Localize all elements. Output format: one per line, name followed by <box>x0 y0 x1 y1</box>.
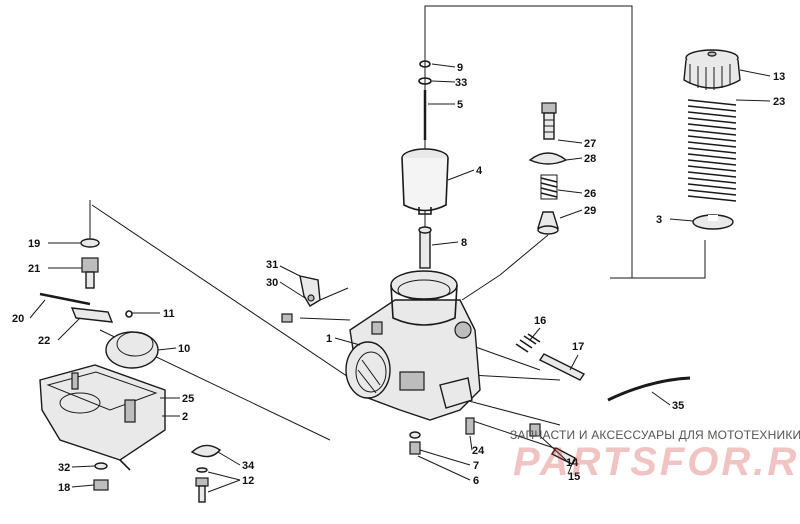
part-label-35: 35 <box>672 400 684 412</box>
bowl-screw-part <box>195 467 209 503</box>
idle-screw-part <box>538 353 586 381</box>
float-part <box>105 331 159 369</box>
washer-part <box>418 77 432 85</box>
watermark-subtitle: ЗАПЧАСТИ И АКСЕССУАРЫ ДЛЯ МОТОТЕХНИКИ <box>510 428 800 442</box>
part-label-4: 4 <box>476 165 483 177</box>
throttle-slide-part <box>401 148 449 215</box>
starter-plunger-part <box>537 211 559 235</box>
gasket-plate-part <box>528 152 568 165</box>
part-label-16: 16 <box>534 315 546 327</box>
part-label-7: 7 <box>473 460 479 472</box>
part-label-5: 5 <box>457 99 463 111</box>
part-label-31: 31 <box>266 259 278 271</box>
float-pin-part <box>39 292 91 306</box>
spring-small-part <box>540 174 558 200</box>
part-label-20: 20 <box>12 313 24 325</box>
part-label-28: 28 <box>584 153 596 165</box>
spring-seat-washer-part <box>692 214 734 230</box>
part-label-6: 6 <box>473 475 479 487</box>
part-label-25: 25 <box>182 393 194 405</box>
part-label-10: 10 <box>178 343 190 355</box>
part-label-15: 15 <box>568 471 580 483</box>
bracket-plate-part <box>190 444 222 458</box>
part-label-21: 21 <box>28 263 40 275</box>
part-label-23: 23 <box>773 96 785 108</box>
part-label-26: 26 <box>584 188 596 200</box>
leader-lines <box>29 63 771 493</box>
part-label-29: 29 <box>584 205 596 217</box>
drain-washer-part <box>94 462 108 470</box>
throttle-lever-part <box>299 275 321 307</box>
throttle-spring-part <box>687 99 737 202</box>
part-label-22: 22 <box>38 335 50 347</box>
drain-plug-part <box>93 479 109 491</box>
air-screw-spring-part <box>529 423 541 437</box>
watermark-brand: PARTSFOR.RU <box>513 440 800 484</box>
float-arm-part <box>70 307 114 323</box>
part-label-17: 17 <box>572 341 584 353</box>
part-label-19: 19 <box>28 238 40 250</box>
washer-19-part <box>80 238 100 248</box>
part-label-18: 18 <box>58 482 70 494</box>
part-label-3: 3 <box>656 214 662 226</box>
part-label-14: 14 <box>566 457 579 469</box>
part-label-1: 1 <box>326 333 332 345</box>
part-label-33: 33 <box>455 77 467 89</box>
part-label-8: 8 <box>461 237 467 249</box>
main-jet-part <box>409 441 421 455</box>
part-label-2: 2 <box>182 411 188 423</box>
pilot-jet-part <box>465 417 475 435</box>
part-label-32: 32 <box>58 462 70 474</box>
top-cap-part <box>683 49 741 90</box>
part-label-12: 12 <box>242 475 254 487</box>
part-label-11: 11 <box>163 308 175 320</box>
pilot-screw-part <box>541 102 557 140</box>
lever-screw-part <box>281 313 293 323</box>
needle-jet-part <box>418 226 432 269</box>
hose-part <box>607 376 691 402</box>
part-label-30: 30 <box>266 277 278 289</box>
float-bowl-part <box>39 364 166 471</box>
idle-spring-part <box>515 333 541 353</box>
clip-part <box>419 60 431 68</box>
part-label-27: 27 <box>584 138 596 150</box>
needle-valve-part <box>125 310 133 318</box>
main-jet-washer-part <box>409 431 421 439</box>
part-label-24: 24 <box>472 445 485 457</box>
part-labels: 9 33 5 4 8 31 30 1 27 28 26 29 13 23 3 1… <box>12 62 785 494</box>
float-valve-seat-part <box>81 257 99 289</box>
part-label-13: 13 <box>773 71 785 83</box>
part-label-34: 34 <box>242 460 255 472</box>
carburetor-body-part <box>345 270 481 421</box>
part-label-9: 9 <box>457 62 463 74</box>
